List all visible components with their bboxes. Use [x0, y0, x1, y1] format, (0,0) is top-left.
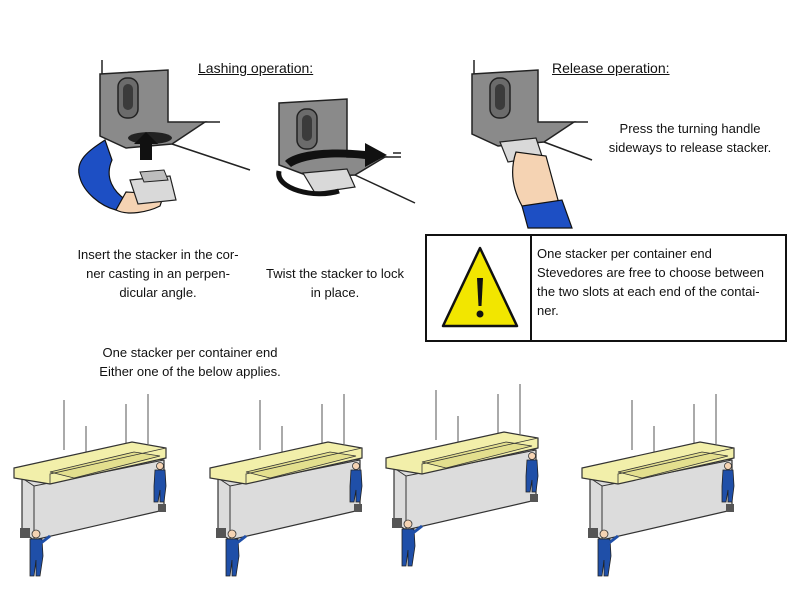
scenario-2: [208, 392, 364, 578]
note-text: One stacker per container end Either one…: [99, 345, 281, 379]
warning-text: One stacker per container end Stevedores…: [537, 246, 764, 318]
release-step-text: Press the turning handle sideways to rel…: [608, 121, 772, 155]
release-heading: Release operation:: [552, 60, 670, 76]
warning-divider: [530, 236, 532, 340]
lashing-heading: Lashing operation:: [198, 60, 314, 76]
twist-stacker-illustration: [276, 98, 416, 204]
warning-triangle-icon: [441, 246, 519, 328]
release-stacker-illustration: [471, 60, 593, 229]
warning-box: One stacker per container end Stevedores…: [425, 234, 787, 342]
container-scenarios: [12, 382, 736, 578]
scenario-4: [580, 392, 736, 578]
scenario-3: [384, 382, 540, 568]
scenario-1: [12, 392, 168, 578]
twist-step-text: Twist the stacker to lock in place.: [266, 266, 404, 300]
insert-stacker-illustration: [78, 60, 251, 214]
insert-step-text: Insert the stacker in the cor- ner casti…: [77, 247, 239, 300]
